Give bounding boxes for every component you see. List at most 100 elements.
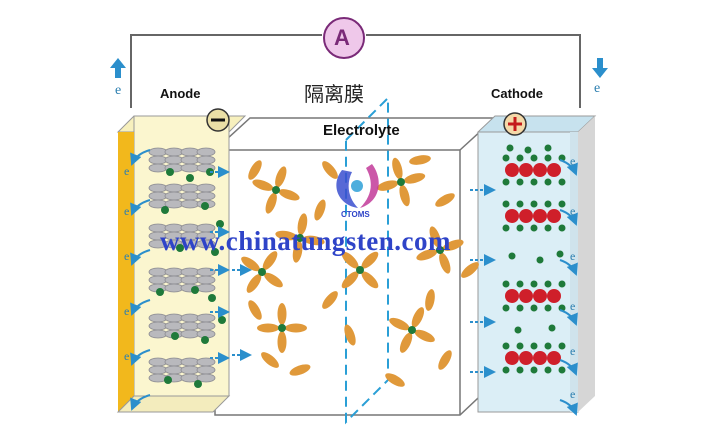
lithium-ion: [208, 294, 216, 302]
electron-flow-up-icon: [110, 58, 126, 78]
solvent-petal: [361, 251, 379, 269]
lithium-ion: [558, 280, 566, 288]
solvent-petal: [277, 331, 287, 353]
graphite-hexagon: [148, 329, 168, 339]
lithium-ion: [516, 280, 524, 288]
lithium-ion: [544, 144, 552, 152]
solvent-molecule: [385, 373, 405, 387]
graphite-hexagon: [196, 183, 216, 193]
solvent-petal: [262, 251, 278, 270]
solvent-molecule: [461, 262, 479, 278]
lithium-ion: [558, 342, 566, 350]
graphite-hexagon: [148, 267, 168, 277]
graphite-hexagon: [196, 147, 216, 157]
lithium-ion: [548, 324, 556, 332]
solvent-molecule: [435, 193, 455, 207]
solvent-petal: [257, 323, 279, 333]
lithium-ion: [502, 280, 510, 288]
solvent-petal: [429, 226, 441, 248]
lithium-ion: [161, 206, 169, 214]
graphite-hexagon: [164, 155, 184, 165]
solvent-petal: [399, 184, 410, 207]
graphite-hexagon: [148, 147, 168, 157]
electron-flow-arrow: [559, 359, 578, 376]
electron-marker: e: [124, 204, 129, 218]
solvent-petal: [275, 230, 298, 241]
lithium-ion: [516, 224, 524, 232]
solvent-petal: [302, 235, 325, 246]
lithium-ion: [296, 234, 304, 242]
electron-flow-arrow: [130, 299, 151, 316]
graphite-hexagon: [180, 155, 200, 165]
lithium-ion: [516, 304, 524, 312]
lithium-ion: [544, 280, 552, 288]
graphite-hexagon: [196, 321, 216, 331]
electron-flow-arrow: [130, 199, 151, 216]
ion-flow-arrows: [130, 149, 578, 416]
electron-marker: e: [124, 304, 129, 318]
lithium-ion: [156, 288, 164, 296]
lithium-ion: [502, 304, 510, 312]
oxide-atom: [519, 163, 533, 177]
solvent-petal: [439, 252, 451, 274]
solvent-molecule: [314, 199, 326, 221]
solvent-petal: [297, 213, 308, 236]
lithium-ion: [530, 224, 538, 232]
oxide-atom: [519, 209, 533, 223]
cathode-oxide-lattice: [502, 144, 566, 374]
lithium-ion: [201, 336, 209, 344]
graphite-hexagon: [164, 183, 184, 193]
lithium-ion: [544, 304, 552, 312]
oxide-atom: [533, 289, 547, 303]
solvent-petal: [411, 307, 425, 328]
solvent-molecule: [252, 166, 300, 214]
graphite-hexagon: [148, 321, 168, 331]
electron-flow-arrow: [559, 259, 578, 276]
lithium-ion: [194, 380, 202, 388]
graphite-hexagon: [164, 321, 184, 331]
electron-marker: e: [570, 387, 575, 401]
solvent-molecule: [261, 352, 279, 368]
lithium-ion: [506, 144, 514, 152]
graphite-hexagon: [148, 163, 168, 173]
lithium-ion: [544, 154, 552, 162]
solvent-petal: [277, 303, 287, 325]
solvent-molecule: [389, 307, 435, 353]
lithium-ion: [502, 154, 510, 162]
solvent-petal: [442, 239, 464, 251]
oxide-atom: [547, 209, 561, 223]
solvent-petal: [341, 251, 359, 269]
ammeter: [323, 17, 365, 59]
solvent-petal: [341, 271, 359, 289]
graphite-hexagon: [196, 357, 216, 367]
electron-flow-arrow: [559, 209, 578, 226]
electron-marker: e: [570, 249, 575, 263]
graphite-hexagon: [196, 191, 216, 201]
solvent-molecule: [241, 251, 283, 293]
solvent-molecule: [376, 157, 426, 207]
graphite-hexagon: [164, 357, 184, 367]
solvent-petal: [278, 189, 300, 201]
graphite-hexagon: [180, 321, 200, 331]
graphite-hexagon: [148, 191, 168, 201]
lithium-ion: [211, 248, 219, 256]
graphite-hexagon: [196, 365, 216, 375]
lithium-ion: [502, 342, 510, 350]
solvent-molecule: [248, 300, 262, 320]
graphite-hexagon: [180, 357, 200, 367]
solvent-molecule: [322, 161, 338, 179]
solvent-petal: [292, 240, 303, 263]
solvent-petal: [241, 256, 260, 272]
solvent-molecule: [425, 289, 435, 311]
lithium-ion: [508, 252, 516, 260]
electron-flow-arrow: [130, 149, 151, 166]
lithium-ion: [171, 332, 179, 340]
lithium-ion: [436, 246, 444, 254]
lithium-ion: [530, 342, 538, 350]
lithium-ion: [544, 178, 552, 186]
lithium-ion: [530, 178, 538, 186]
oxide-atom: [547, 289, 561, 303]
graphite-hexagon: [180, 199, 200, 209]
oxide-atom: [505, 351, 519, 365]
lithium-ion: [558, 224, 566, 232]
